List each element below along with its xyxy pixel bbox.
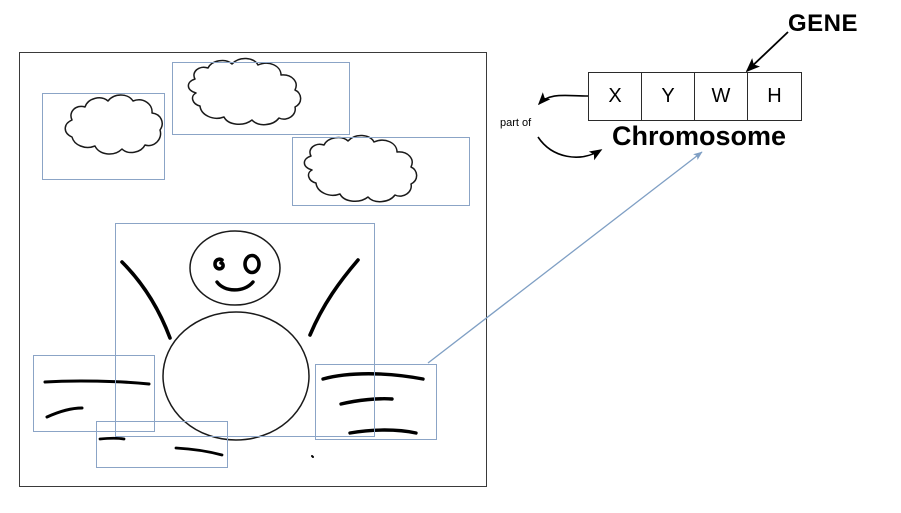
detection-box-grass-bottom[interactable] [96,421,228,468]
chromosome-table: X Y W H [588,72,802,121]
chromosome-cell-y[interactable]: Y [642,73,695,120]
detection-box-person[interactable] [115,223,375,437]
detection-box-cloud-1[interactable] [42,93,165,180]
chromosome-cell-w[interactable]: W [695,73,748,120]
gene-label: GENE [788,10,859,37]
detection-box-grass-left[interactable] [33,355,155,432]
detection-box-grass-right[interactable] [315,364,437,440]
detection-box-cloud-3[interactable] [292,137,470,206]
part-of-arrow-lower [537,136,603,161]
part-of-relation-label: part of [500,117,532,129]
part-of-arrow-upper [537,92,589,106]
chromosome-cell-x[interactable]: X [589,73,642,120]
chromosome-label: Chromosome [612,121,787,151]
gene-pointer-arrow [745,31,789,73]
detection-box-cloud-2[interactable] [172,62,350,135]
chromosome-cell-h[interactable]: H [748,73,801,120]
